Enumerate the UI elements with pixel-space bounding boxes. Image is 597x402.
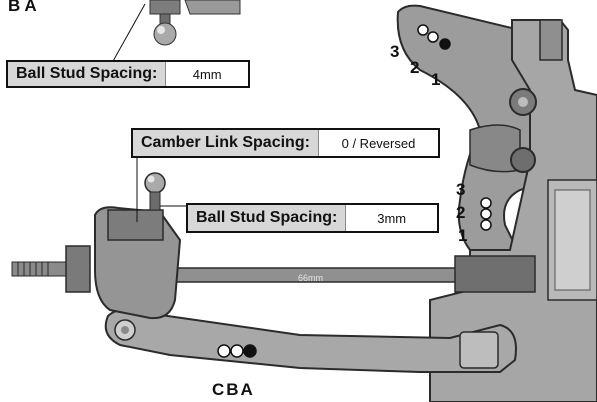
- callout-value: 4mm: [165, 62, 248, 86]
- leader-line-top: [111, 3, 146, 64]
- arm-cba-label: CBA: [212, 380, 255, 399]
- drive-shaft: [169, 255, 536, 293]
- callout-label: Ball Stud Spacing:: [196, 209, 338, 226]
- tower-upper-label-2: 2: [410, 58, 420, 77]
- arm-holes: [217, 344, 257, 358]
- tower-lower-label-1: 1: [458, 226, 468, 245]
- top-ba-label: B A: [8, 0, 37, 15]
- callout-ball-stud-mid: Ball Stud Spacing: 3mm: [186, 203, 439, 233]
- tower-holes-lower: [480, 197, 492, 231]
- axle-marking: 66mm: [298, 273, 323, 283]
- callout-label: Camber Link Spacing:: [141, 134, 310, 151]
- tower-upper-label-1: 1: [431, 70, 441, 89]
- callout-value: 3mm: [345, 205, 437, 231]
- chassis-block: [429, 19, 597, 402]
- tower-upper-label-3: 3: [390, 42, 400, 61]
- tower-lower-label-2: 2: [456, 203, 466, 222]
- tower-lower-label-3: 3: [456, 180, 466, 199]
- callout-label: Ball Stud Spacing:: [16, 65, 158, 82]
- callout-camber-link: Camber Link Spacing: 0 / Reversed: [131, 128, 440, 158]
- callout-ball-stud-top: Ball Stud Spacing: 4mm: [6, 60, 250, 88]
- top-ball-stud: [149, 0, 241, 46]
- mid-ball-stud: [144, 172, 166, 211]
- callout-value: 0 / Reversed: [317, 130, 438, 156]
- hub-carrier: [11, 206, 182, 320]
- tower-holes-upper: [417, 24, 451, 50]
